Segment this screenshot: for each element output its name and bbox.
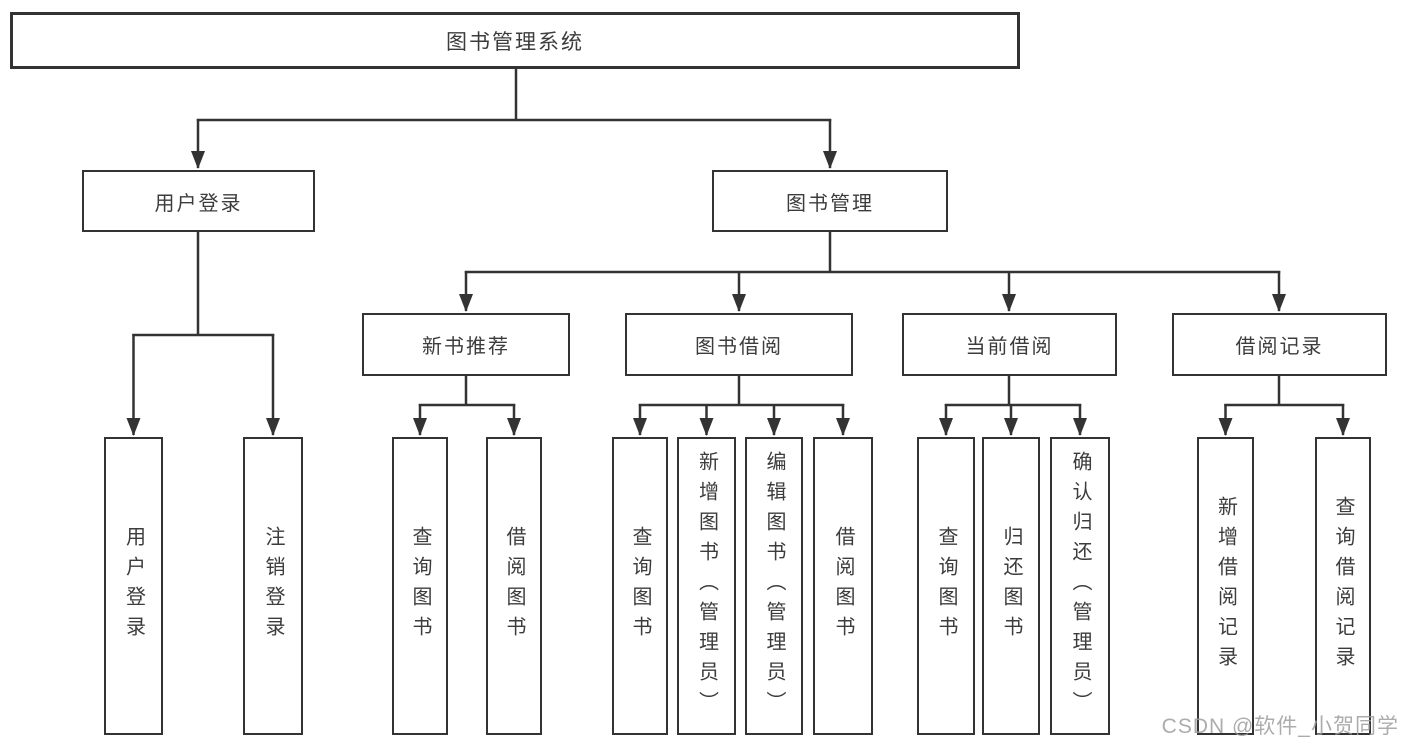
connector-book-borrow-to-leaves xyxy=(633,375,850,436)
csdn-watermark: CSDN @软件_小贺同学 xyxy=(1161,715,1399,738)
leaf-query-books-recommend: 查询图书 xyxy=(392,437,448,735)
node-new-book-recommend: 新书推荐 xyxy=(362,313,570,376)
leaf-add-book-admin: 新增图书（管理员） xyxy=(677,437,736,735)
connector-new-book-to-leaves xyxy=(413,375,521,436)
leaf-add-borrow-record: 新增借阅记录 xyxy=(1197,437,1254,735)
node-book-borrow: 图书借阅 xyxy=(625,313,853,376)
connector-book-mgmt-to-level3 xyxy=(459,231,1286,312)
node-borrow-records: 借阅记录 xyxy=(1172,313,1387,376)
leaf-query-books-current: 查询图书 xyxy=(917,437,975,735)
leaf-edit-book-admin: 编辑图书（管理员） xyxy=(745,437,803,735)
leaf-borrow-books-recommend: 借阅图书 xyxy=(486,437,542,735)
leaf-return-book: 归还图书 xyxy=(982,437,1040,735)
connector-borrow-records-to-leaves xyxy=(1218,375,1350,436)
node-book-management: 图书管理 xyxy=(712,170,948,232)
leaf-user-login: 用户登录 xyxy=(104,437,163,735)
leaf-logout: 注销登录 xyxy=(243,437,303,735)
node-user-login: 用户登录 xyxy=(82,170,315,232)
leaf-query-books-borrow: 查询图书 xyxy=(612,437,668,735)
leaf-borrow-books: 借阅图书 xyxy=(813,437,873,735)
node-root: 图书管理系统 xyxy=(10,12,1020,69)
node-current-borrow: 当前借阅 xyxy=(902,313,1117,376)
leaf-confirm-return-admin: 确认归还（管理员） xyxy=(1050,437,1110,735)
connector-current-borrow-to-leaves xyxy=(939,375,1087,436)
connector-user-login-to-leaves xyxy=(126,231,280,436)
connector-root-to-level2 xyxy=(191,66,837,169)
leaf-query-borrow-record: 查询借阅记录 xyxy=(1315,437,1371,735)
